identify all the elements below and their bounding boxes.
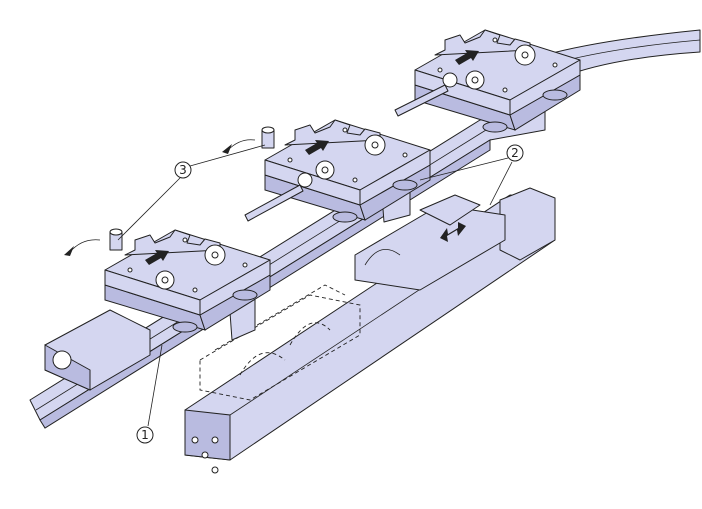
- linear-actuator: [184, 187, 556, 474]
- rotate-arrow-icon: [227, 139, 256, 151]
- svg-text:1: 1: [141, 428, 149, 442]
- callout-1: 1: [136, 426, 154, 444]
- coupling-pin: [109, 126, 275, 251]
- callout-3: 3: [174, 161, 192, 179]
- link-rod: [244, 72, 458, 222]
- rail-end-block: [44, 309, 151, 391]
- bidirectional-arrow-icon: [440, 222, 466, 242]
- svg-text:2: 2: [511, 146, 519, 160]
- svg-text:3: 3: [179, 163, 187, 177]
- rotate-arrow-icon: [69, 239, 101, 253]
- callout-2: 2: [506, 144, 524, 162]
- carriage-3: [414, 29, 581, 133]
